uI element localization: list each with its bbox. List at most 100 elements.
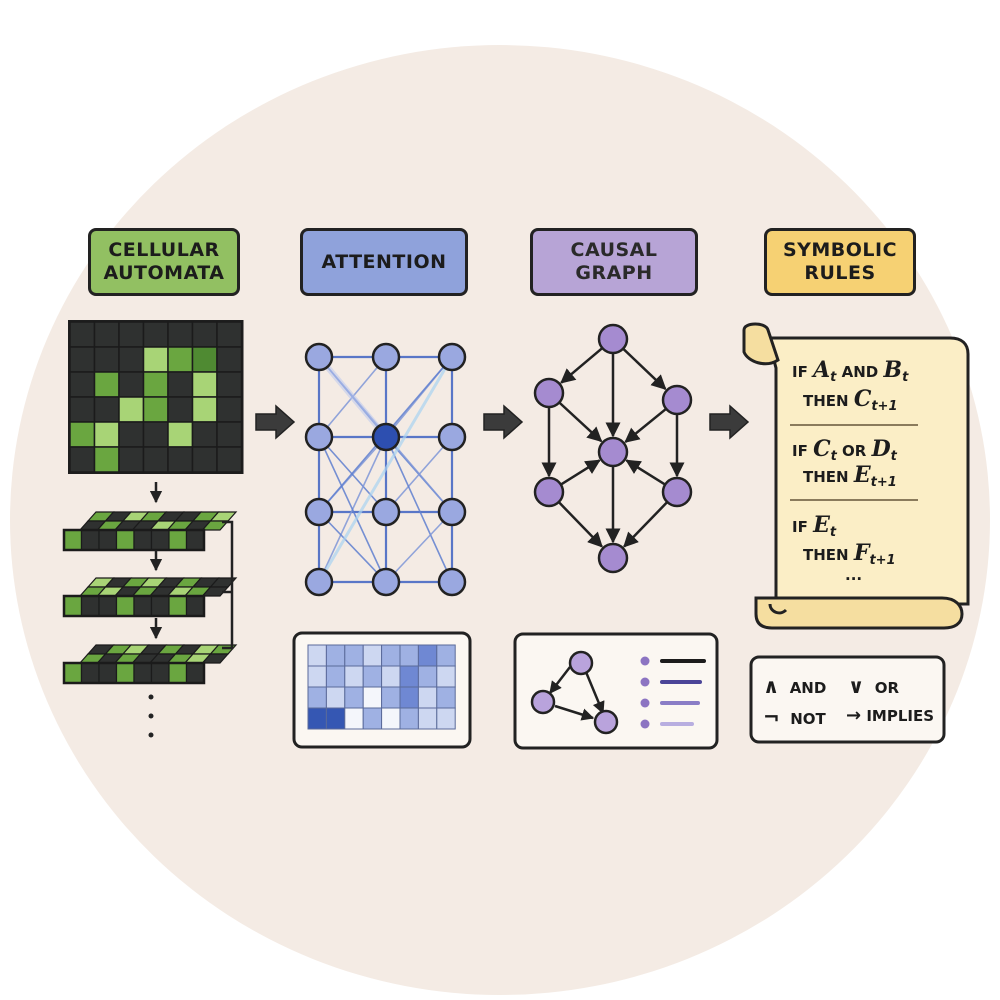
heatmap-cell	[436, 665, 456, 688]
ca-cell	[93, 446, 120, 473]
ca-layer-front-cell	[80, 595, 100, 617]
heatmap-cell	[399, 644, 419, 667]
causal-mini-graph	[530, 650, 619, 735]
or-symbol: ∨	[848, 674, 865, 698]
ca-layer-front-cell	[63, 529, 83, 551]
ca-layer-front-cell	[185, 529, 205, 551]
causal-node	[533, 377, 565, 409]
attention-node	[437, 497, 467, 527]
ca-cell	[216, 321, 243, 348]
implies-symbol: →	[846, 705, 862, 726]
causal-edge	[560, 459, 601, 486]
ca-layer-front-cell	[150, 529, 170, 551]
ca-cell	[167, 321, 194, 348]
heatmap-cell	[307, 644, 327, 667]
attention-node	[437, 342, 467, 372]
attention-node	[304, 342, 334, 372]
ca-cell	[216, 446, 243, 473]
ca-cell	[93, 346, 120, 373]
ca-layer-front-cell	[115, 529, 135, 551]
causal-node	[597, 436, 629, 468]
ca-time-arrows	[149, 482, 234, 650]
heatmap-cell	[417, 644, 438, 667]
flow-arrow-2	[483, 404, 524, 440]
ca-layer-front-cell	[185, 662, 205, 684]
flow-arrow-1	[255, 404, 296, 440]
causal-node	[597, 542, 629, 574]
causal-edge	[558, 401, 603, 443]
ca-layer-cell	[201, 653, 230, 664]
ca-layer-front-cell	[150, 662, 170, 684]
heatmap-cell	[344, 644, 364, 667]
ca-cell	[118, 421, 145, 448]
attention-edge	[385, 436, 453, 583]
ca-cell	[191, 421, 218, 448]
ca-cell	[93, 396, 120, 423]
rule-2-line-2: THEN Et+1	[803, 462, 897, 490]
heatmap-cell	[381, 686, 401, 709]
attention-edge	[385, 511, 453, 583]
heatmap-cell	[344, 665, 364, 688]
attention-node	[371, 497, 401, 527]
attention-node	[437, 422, 467, 452]
ca-cell	[142, 421, 169, 448]
heatmap-cell	[362, 686, 383, 709]
ca-layer-front-cell	[63, 595, 83, 617]
causal-edge	[625, 459, 666, 486]
legend-and: ∧ AND	[763, 674, 827, 698]
ca-cell	[118, 346, 145, 373]
heatmap-cell	[399, 686, 419, 709]
ca-layer-front-cell	[133, 595, 153, 617]
heatmap-cell	[417, 686, 438, 709]
causal-edge	[623, 501, 669, 548]
causal-edge	[560, 347, 604, 384]
legend-implies: → IMPLIES	[846, 705, 935, 726]
ca-layer-front-cell	[63, 662, 83, 684]
causal-node	[661, 384, 693, 416]
ca-layer-front-cell	[150, 595, 170, 617]
rule-2-line-1: IF Ct OR Dt	[792, 436, 897, 464]
attention-edge	[318, 436, 387, 513]
ca-layer-front-cell	[168, 529, 188, 551]
ca-layer-front-cell	[168, 662, 188, 684]
attention-node	[371, 567, 401, 597]
causal-graph	[533, 323, 693, 574]
ca-cell	[93, 421, 120, 448]
rule-1-line-2: THEN Ct+1	[803, 386, 898, 414]
ca-cell	[142, 396, 169, 423]
heatmap-cell	[381, 665, 401, 688]
ca-cell	[191, 396, 218, 423]
rules-ellipsis: ...	[845, 566, 863, 584]
heatmap-cell	[362, 665, 383, 688]
rule-1-line-1: IF At AND Bt	[792, 357, 909, 385]
flow-arrow-3	[709, 404, 750, 440]
ca-cell	[191, 346, 218, 373]
ca-cell	[167, 421, 194, 448]
ca-layer-front-cell	[98, 662, 118, 684]
cellular-automata-grid	[68, 320, 244, 474]
rule-3-line-2: THEN Ft+1	[803, 540, 896, 568]
heatmap-cell	[325, 707, 346, 730]
attention-node	[437, 567, 467, 597]
legend-or: ∨ OR	[848, 674, 900, 698]
ca-cell	[69, 346, 96, 373]
heatmap-cell	[325, 686, 346, 709]
ca-cell	[216, 371, 243, 398]
attention-highlight	[317, 356, 454, 583]
ca-cell	[191, 321, 218, 348]
heatmap-cell	[381, 644, 401, 667]
ca-cell	[69, 421, 96, 448]
ca-layer-front-cell	[168, 595, 188, 617]
ca-cell	[167, 371, 194, 398]
heatmap-cell	[307, 686, 327, 709]
ca-cell	[216, 421, 243, 448]
heatmap-cell	[417, 665, 438, 688]
ca-layer-front-cell	[133, 662, 153, 684]
attention-node	[304, 567, 334, 597]
ca-cell	[142, 346, 169, 373]
attention-edge	[318, 511, 387, 583]
ca-cell	[69, 321, 96, 348]
ca-cell	[118, 396, 145, 423]
causal-node	[597, 323, 629, 355]
